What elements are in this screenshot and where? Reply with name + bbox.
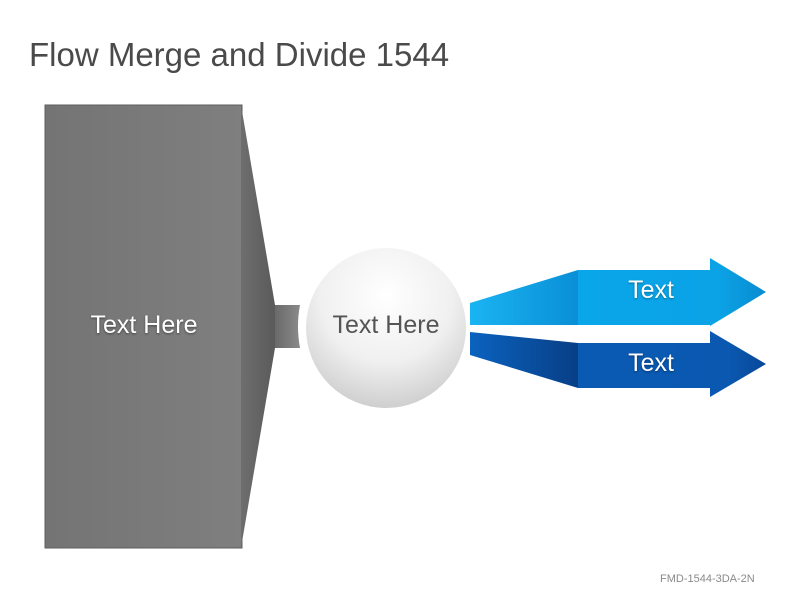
output-arrow-top [470,258,766,326]
footer-code: FMD-1544-3DA-2N [660,573,755,585]
output-arrow-bottom [470,331,766,397]
merge-connector [275,305,300,348]
output-arrow-top-taper [470,270,578,325]
source-box-label: Text Here [90,311,198,339]
merge-circle-label: Text Here [332,311,440,339]
output-arrow-bottom-body [578,331,766,397]
source-box-front [44,104,243,549]
output-arrow-bottom-label: Text [628,349,674,377]
output-arrow-bottom-taper [470,332,578,388]
merge-circle [306,248,466,408]
output-arrow-top-label: Text [628,276,674,304]
output-arrow-top-body [578,258,766,326]
page-title: Flow Merge and Divide 1544 [29,36,450,73]
source-box [44,104,275,549]
source-funnel [241,105,275,548]
